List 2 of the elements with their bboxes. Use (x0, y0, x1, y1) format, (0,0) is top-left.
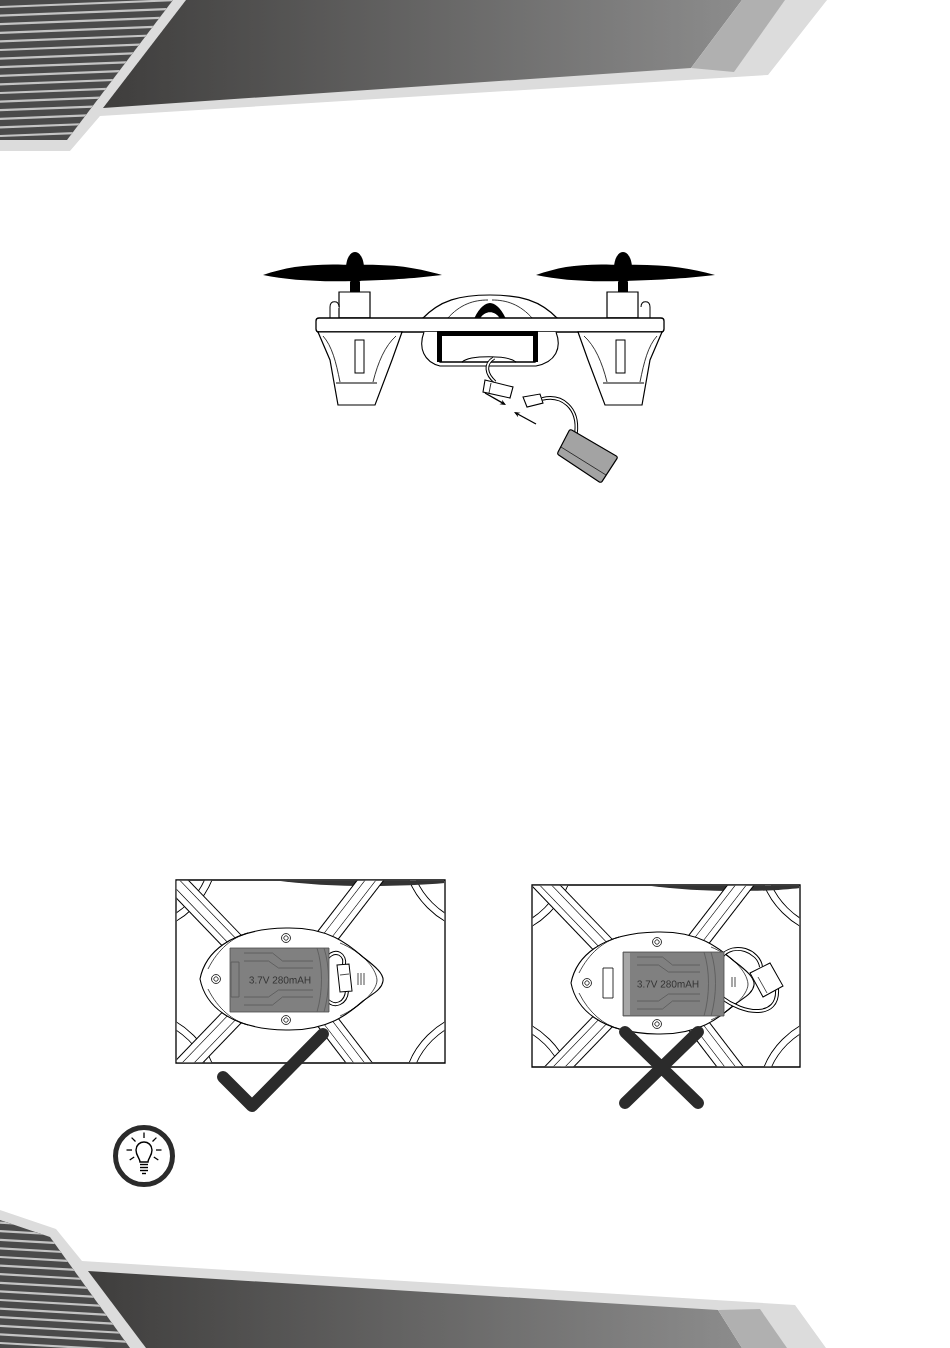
battery-label: 3.7V 280mAH (637, 980, 699, 988)
battery-label: 3.7V 280mAH (249, 976, 311, 984)
